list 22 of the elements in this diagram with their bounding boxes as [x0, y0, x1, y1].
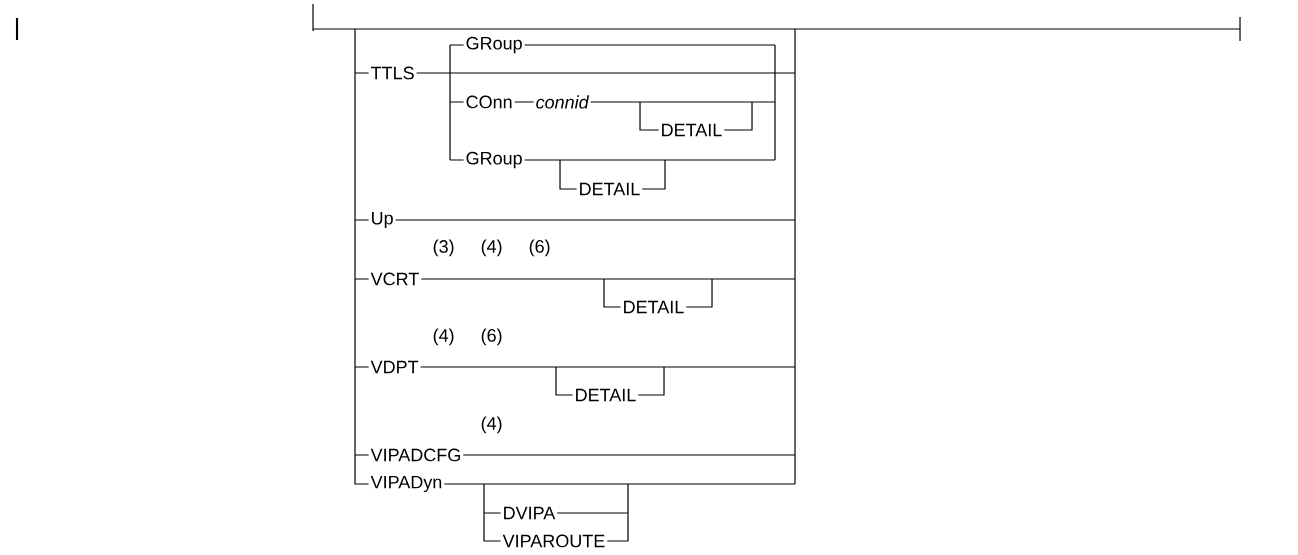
syntax-keyword: VCRT [368, 271, 422, 287]
syntax-keyword: DETAIL [658, 122, 725, 138]
syntax-keyword: COnn [463, 94, 515, 110]
syntax-keyword: DVIPA [500, 505, 558, 521]
syntax-keyword: Up [368, 210, 396, 230]
footnote-reference: (3) [433, 239, 454, 257]
syntax-keyword: VDPT [368, 359, 421, 375]
syntax-keyword: TTLS [368, 65, 417, 81]
syntax-keyword: VIPADCFG [368, 447, 464, 463]
footnote-reference: (6) [481, 328, 502, 346]
syntax-variable: connid [533, 94, 591, 110]
syntax-keyword: DETAIL [572, 387, 639, 403]
syntax-keyword: DETAIL [620, 299, 687, 315]
footnote-reference: (4) [481, 239, 502, 257]
syntax-keyword: GRoup [463, 150, 525, 170]
footnote-reference: (4) [433, 328, 454, 346]
syntax-keyword: GRoup [463, 35, 525, 55]
syntax-keyword: VIPAROUTE [500, 533, 608, 549]
footnote-reference: (4) [481, 416, 502, 434]
footnote-reference: (6) [529, 239, 550, 257]
syntax-keyword: VIPADyn [368, 474, 445, 494]
syntax-keyword: DETAIL [576, 181, 643, 197]
